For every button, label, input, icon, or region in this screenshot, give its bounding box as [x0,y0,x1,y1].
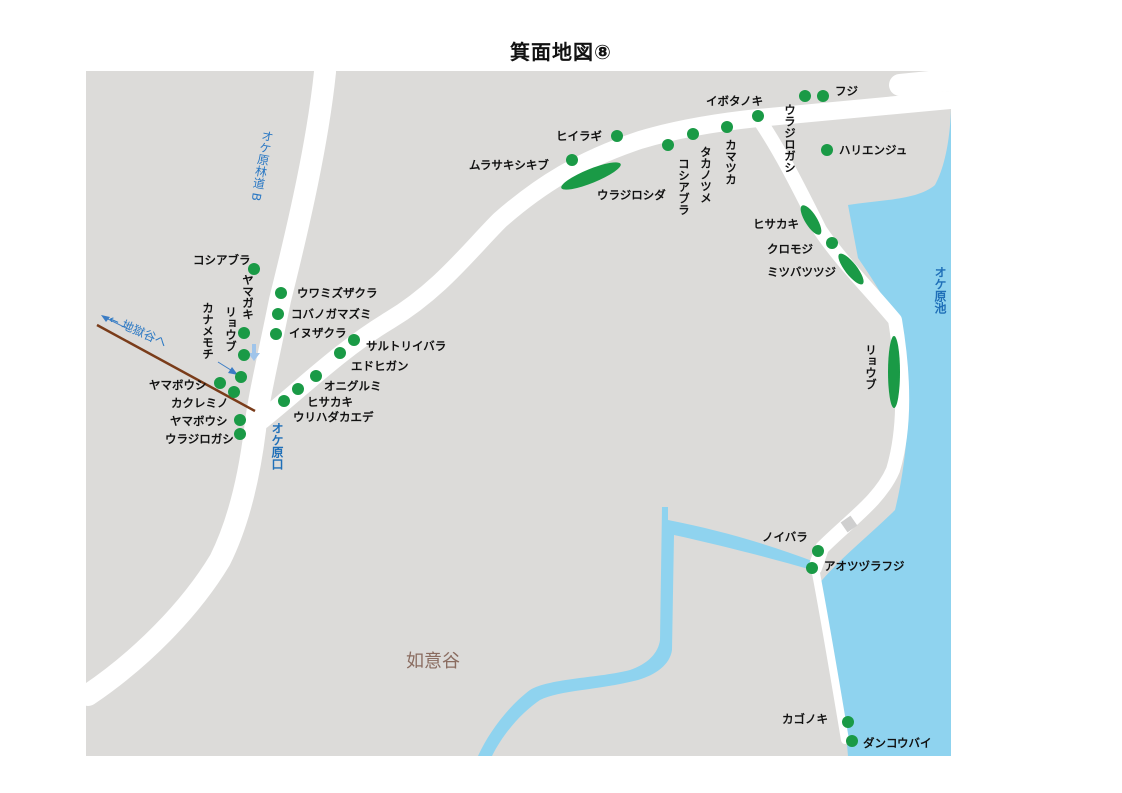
jigokudani-trail [96,323,256,413]
label-dankoubai: ダンコウバイ [863,736,932,750]
label-aotsuzurafuji: アオツヅラフジ [824,559,905,573]
label-yamagaki: ヤマガキ [241,274,255,320]
label-urajiroshida: ウラジロシダ [597,188,666,202]
label-pond: オケ原池 [933,266,947,315]
label-uwamizuzakura: ウワミズザクラ [297,286,378,300]
label-ibotanoki: イボタノキ [706,94,763,108]
label-urajirogashi-top: ウラジロガシ [783,104,797,173]
label-noibara: ノイバラ [762,530,808,544]
label-kuromoji: クロモジ [767,242,813,256]
tree-patches [561,162,900,408]
down-arrow-icon [252,344,256,354]
label-inuzakura: イヌザクラ [289,326,347,340]
label-trailhead: オケ原口 [270,422,284,471]
label-edohigan: エドヒガン [351,359,409,373]
top-road [889,69,961,96]
label-ryoubu-left: リョウブ [224,306,238,352]
label-mitsubatsutsuji: ミツバツツジ [767,265,836,279]
label-urihadakaede: ウリハダカエデ [293,410,374,424]
map-title: 箕面地図⑧ [510,40,612,64]
label-urajirogashi-left: ウラジロガシ [165,432,234,446]
label-kobanogamazumi: コバノガマズミ [291,307,372,321]
tree-patch-mitsubatsutsuji [838,253,864,285]
label-onigurumi: オニグルミ [324,379,382,393]
label-hiiragi: ヒイラギ [556,129,602,143]
label-fuji: フジ [835,84,858,98]
label-murasakishikibu: ムラサキシキブ [469,158,549,172]
forest-road [77,61,336,706]
tree-patch-ryoubu [888,336,900,408]
label-ryoubu-pond: リョウブ [864,344,878,390]
pond-road [751,111,910,575]
label-valley: 如意谷 [406,651,460,672]
label-sarutoriibara: サルトリイバラ [366,339,446,353]
land-area [86,71,951,756]
tree-patch-urajiroshida [561,162,621,190]
label-kagonoki: カゴノキ [782,712,828,726]
label-kakuremino: カクレミノ [171,396,229,410]
label-hisakaki-pond: ヒサカキ [753,217,799,231]
tree-markers [214,90,858,747]
south-path [811,564,849,744]
pond [818,110,951,756]
label-harienju: ハリエンジュ [839,143,907,157]
tree-patch-hisakaki [800,205,822,235]
label-kamatsuka: カマツカ [724,139,738,185]
label-takanotsume: タカノツメ [699,146,713,204]
label-yamaboushi-1: ヤマボウシ [149,378,207,392]
label-yamaboushi-2: ヤマボウシ [170,414,228,428]
label-koshiabura-left: コシアブラ [193,253,251,267]
label-koshiabura-top: コシアブラ [677,158,691,216]
label-hisakaki: ヒサカキ [307,395,353,409]
label-kanamemochi: カナメモチ [201,302,215,360]
